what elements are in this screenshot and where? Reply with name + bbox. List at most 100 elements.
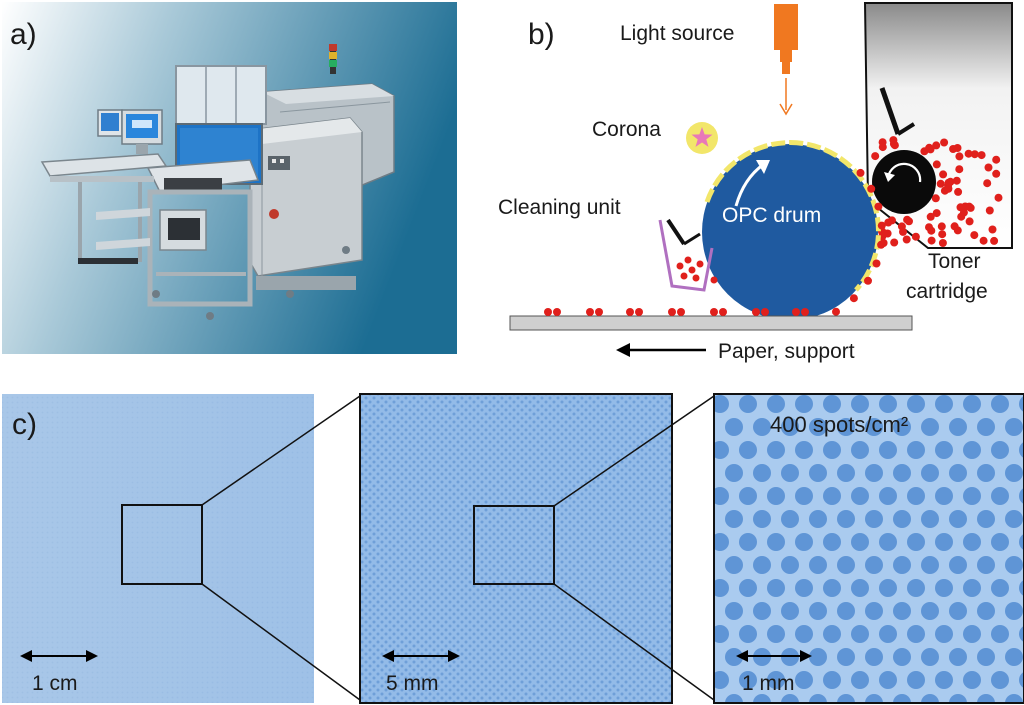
printed-spot — [1005, 418, 1023, 436]
printed-spot — [1019, 487, 1024, 505]
drum-toner-dot — [864, 276, 872, 285]
printed-spot — [753, 694, 771, 703]
printed-spot — [837, 556, 855, 574]
printed-spot — [1005, 464, 1023, 482]
printed-spot — [991, 533, 1009, 551]
printed-spot — [781, 510, 799, 528]
toner-particle — [926, 212, 935, 221]
drum-toner-dot — [877, 240, 886, 249]
printed-spot — [865, 418, 883, 436]
printed-spot — [753, 464, 771, 482]
printed-spot — [851, 533, 869, 551]
toner-particle — [979, 236, 988, 245]
paper-toner-dot — [595, 308, 603, 316]
printed-spot — [949, 602, 967, 620]
toner-label: Toner — [928, 250, 981, 273]
paper-toner-dot — [586, 308, 594, 316]
printed-spot — [767, 533, 785, 551]
toner-particles — [871, 136, 1003, 247]
toner-particle — [949, 145, 958, 153]
toner-particle — [932, 160, 941, 169]
printed-spot — [879, 579, 897, 597]
toner-particle — [927, 236, 936, 245]
printed-spot — [795, 579, 813, 597]
printed-spot — [907, 671, 925, 689]
printed-spot — [879, 625, 897, 643]
cleaning-unit — [658, 218, 718, 292]
printed-spot — [879, 487, 897, 505]
toner-particle — [961, 202, 970, 211]
printer-machine-photo — [40, 44, 395, 320]
printed-spot — [1005, 602, 1023, 620]
printed-spot — [1005, 648, 1023, 666]
corona-star-icon — [691, 127, 713, 147]
toner-particle — [897, 222, 906, 231]
toner-particle — [984, 163, 993, 172]
toner-particle — [990, 236, 999, 245]
printed-spot — [1019, 671, 1024, 689]
toner-particle — [903, 215, 912, 224]
toner-particle — [959, 208, 968, 217]
printed-spot — [823, 533, 841, 551]
printed-spot — [963, 533, 981, 551]
printed-spot — [809, 464, 827, 482]
printed-spot — [739, 671, 757, 689]
printed-spot — [935, 395, 953, 413]
printed-spot — [921, 648, 939, 666]
zoom-connector — [553, 583, 715, 701]
printed-spot — [963, 441, 981, 459]
toner-particle — [983, 179, 992, 188]
toner-particle — [883, 229, 892, 238]
printed-spot — [977, 648, 995, 666]
light-source-icon — [774, 4, 798, 116]
printed-spot — [767, 487, 785, 505]
printed-spot — [921, 556, 939, 574]
printed-spot — [851, 579, 869, 597]
printed-spot — [949, 694, 967, 703]
printed-spot — [865, 464, 883, 482]
printed-spot — [921, 418, 939, 436]
cleaning-unit-label: Cleaning unit — [498, 196, 621, 219]
printed-spot — [907, 625, 925, 643]
printed-spot — [991, 671, 1009, 689]
spot-density-label: 400 spots/cm² — [770, 412, 908, 437]
paper-toner-dot — [626, 308, 634, 316]
printed-spot — [865, 648, 883, 666]
toner-particle — [878, 143, 887, 152]
printed-spot — [879, 441, 897, 459]
toner-particle — [890, 238, 899, 247]
printed-spot — [907, 579, 925, 597]
toner-particle — [952, 176, 961, 185]
printed-spot — [714, 625, 729, 643]
zoom-box-middle — [473, 505, 555, 585]
printed-spot — [935, 487, 953, 505]
printed-spot — [837, 464, 855, 482]
printed-spot — [851, 625, 869, 643]
printed-spot — [837, 510, 855, 528]
printed-spot — [781, 556, 799, 574]
paper-support — [509, 315, 913, 331]
panel-c: c) 400 spots/cm² 1 cm 5 mm 1 mm — [2, 393, 1024, 704]
printed-spot — [767, 441, 785, 459]
printed-spot — [714, 533, 729, 551]
printed-spot — [963, 579, 981, 597]
printed-spot — [739, 487, 757, 505]
printed-spot — [851, 441, 869, 459]
printed-spot — [809, 510, 827, 528]
roller-rotation-arrow-icon — [886, 162, 922, 183]
printed-spot — [949, 464, 967, 482]
printed-spot — [1005, 510, 1023, 528]
panel-b-label: b) — [528, 18, 555, 51]
printed-spot — [893, 418, 911, 436]
toner-particle — [927, 226, 936, 235]
toner-particle — [939, 170, 948, 179]
paper-toner-dot — [719, 308, 727, 316]
printed-spot — [977, 464, 995, 482]
printed-spot — [823, 441, 841, 459]
printed-spot — [1005, 556, 1023, 574]
paper-toner-dot — [752, 308, 760, 316]
paper-toner-dots — [544, 308, 809, 316]
paper-toner-dot — [544, 308, 552, 316]
printed-spot — [809, 602, 827, 620]
